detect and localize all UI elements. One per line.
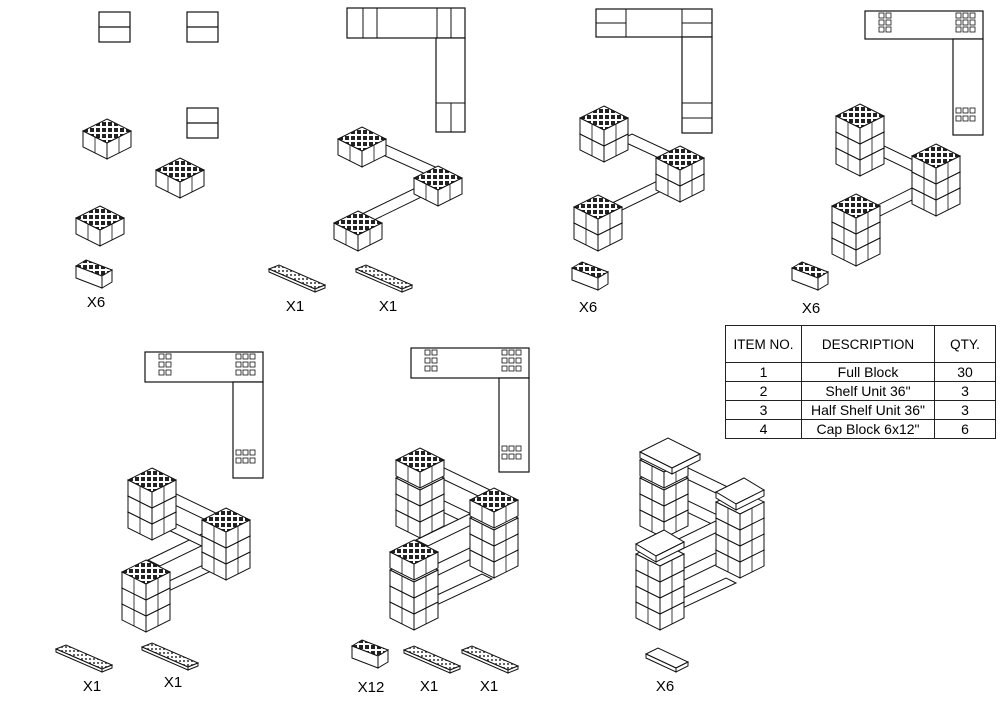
quantity-label: X1 [378,298,398,315]
top-view-layout [864,10,984,136]
item-quantity: 3 [934,381,996,401]
top-view-block [98,11,131,43]
item-quantity: 6 [934,419,996,439]
step-6 [351,347,530,674]
full-block [337,126,387,168]
item-number: 3 [725,400,802,420]
shelf-plank [403,645,461,674]
top-view-layout [595,8,713,134]
step-1 [75,11,219,289]
step-7 [634,437,766,673]
quantity-label: X6 [578,299,598,316]
table-header-row: ITEM NO. DESCRIPTION QTY. [725,325,996,363]
step-5 [55,351,264,673]
quantity-label: X1 [479,678,499,695]
cap-blocks [634,437,766,563]
table-row: 2 Shelf Unit 36" 3 [725,381,996,401]
half-block [571,261,609,291]
shelf-plank [268,264,326,293]
item-description: Full Block [801,362,935,382]
half-block [351,639,389,669]
bill-of-materials-table: ITEM NO. DESCRIPTION QTY. 1 Full Block 3… [725,325,996,439]
full-block [82,118,132,160]
quantity-label: X6 [86,294,106,311]
column-header: DESCRIPTION [801,325,935,363]
item-description: Shelf Unit 36" [801,381,935,401]
quantity-label: X6 [655,678,675,695]
quantity-label: X1 [163,674,183,691]
table-row: 4 Cap Block 6x12" 6 [725,419,996,439]
item-number: 4 [725,419,802,439]
step-4 [791,10,984,291]
full-block [75,205,125,247]
top-view-layout [144,351,264,479]
item-description: Half Shelf Unit 36" [801,400,935,420]
step-2 [268,7,466,293]
item-quantity: 30 [934,362,996,382]
quantity-label: X6 [801,300,821,317]
column-header: QTY. [934,325,996,363]
quantity-label: X1 [82,678,102,695]
top-view-block [186,107,219,139]
column-header: ITEM NO. [725,325,802,363]
quantity-label: X1 [285,298,305,315]
shelf-plank [461,645,519,674]
shelf-plank [55,644,113,673]
top-view-layout [346,7,466,133]
quantity-label: X1 [419,678,439,695]
table-row: 3 Half Shelf Unit 36" 3 [725,400,996,420]
full-block [155,157,205,199]
quantity-label: X12 [357,679,385,696]
step-3 [571,8,713,291]
item-number: 2 [725,381,802,401]
item-number: 1 [725,362,802,382]
table-row: 1 Full Block 30 [725,362,996,382]
shelf-plank [141,642,199,671]
item-description: Cap Block 6x12" [801,419,935,439]
half-block [75,259,113,289]
shelf-plank [355,264,413,293]
item-quantity: 3 [934,400,996,420]
half-block [791,261,829,291]
top-view-block [186,11,219,43]
top-view-layout [410,347,530,473]
cap-block [645,647,689,673]
